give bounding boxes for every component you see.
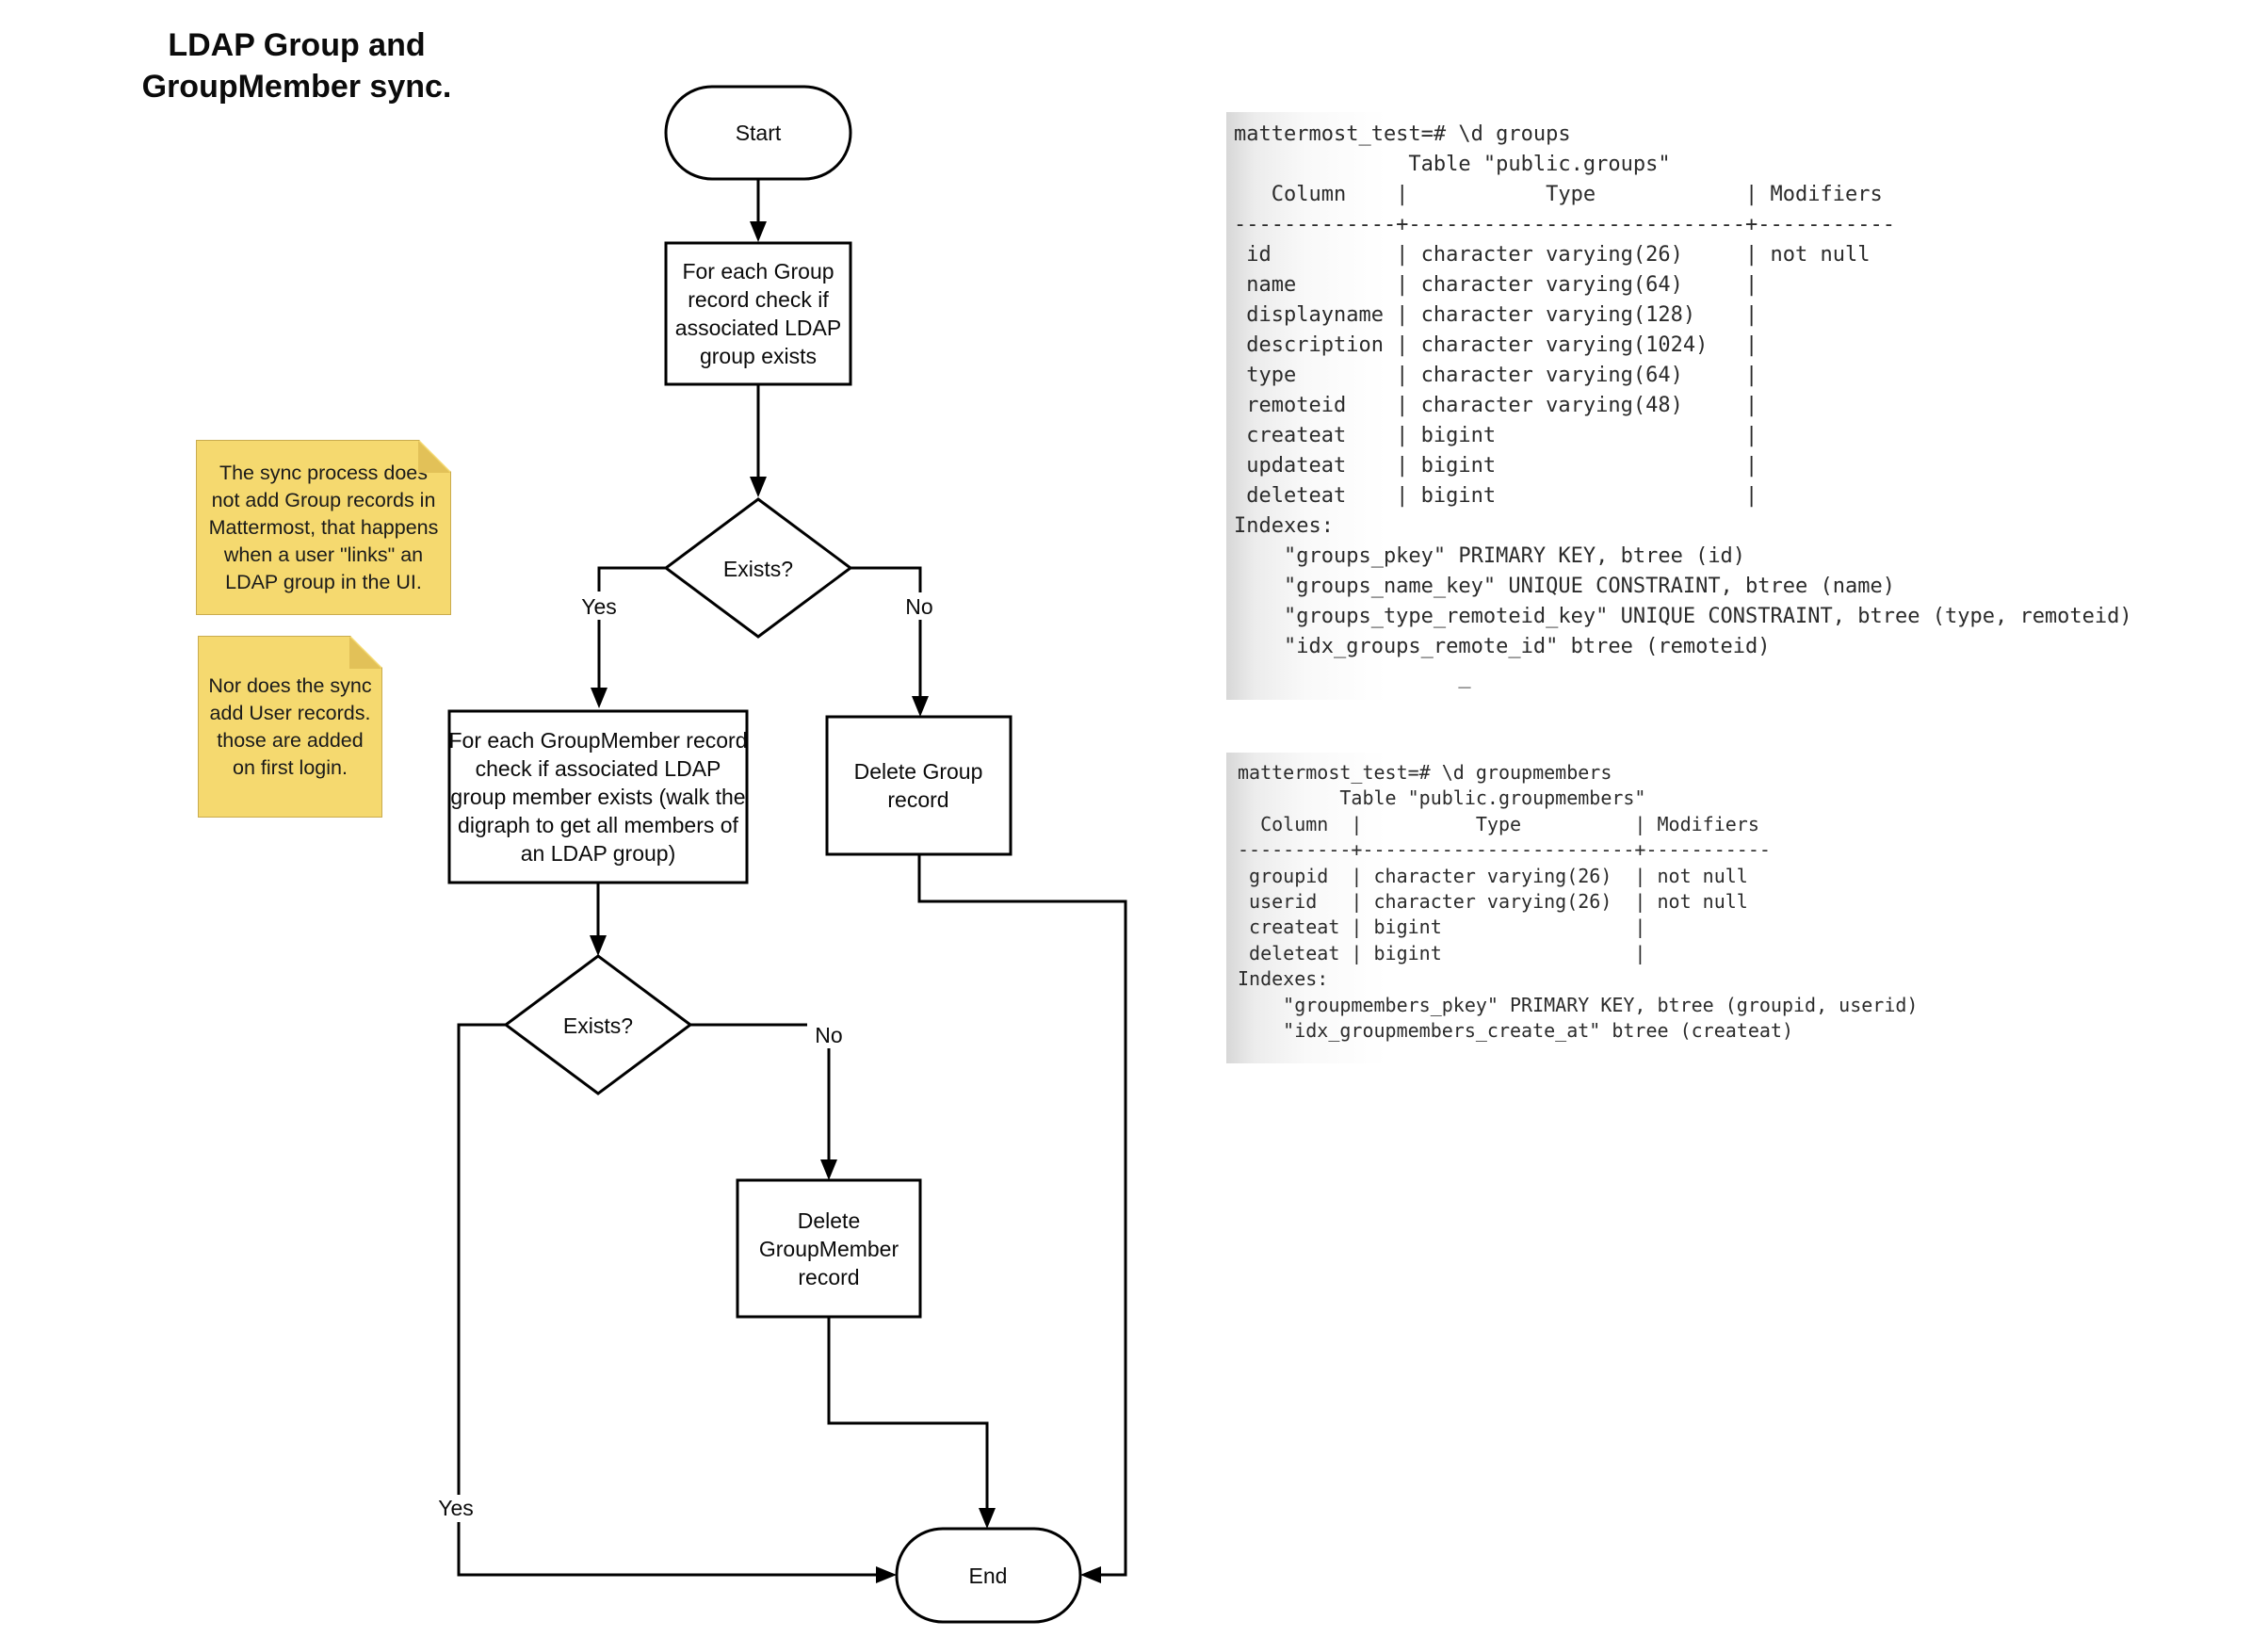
edge-check-group-to-exists1 [750,384,767,497]
end-node: End [895,1527,1082,1624]
end-label: End [969,1564,1008,1588]
svg-text:GroupMember: GroupMember [759,1237,899,1261]
process-check-group: For each Group record check if associate… [664,241,852,386]
edge-exists2-yes-to-end [457,1023,897,1583]
svg-text:Delete: Delete [798,1208,860,1233]
sticky-note-sync-users: Nor does the sync add User records. thos… [198,636,382,818]
decision-exists-1: Exists? [663,497,853,639]
decision-exists-1-label: Exists? [723,557,793,581]
decision-exists-2-label: Exists? [563,1013,633,1038]
svg-text:record: record [887,787,948,812]
start-label: Start [736,121,782,145]
process-delete-groupmember: Delete GroupMember record [736,1178,922,1319]
svg-text:Yes: Yes [581,594,617,619]
svg-text:No: No [905,594,932,619]
svg-text:group member exists (walk the: group member exists (walk the [450,785,745,809]
edge-label-no-2: No [807,1022,850,1048]
start-node: Start [664,85,852,181]
edge-delete-groupmember-to-end [827,1317,996,1529]
page-title: LDAP Group and GroupMember sync. [132,24,462,107]
process-delete-group: Delete Group record [825,715,1012,856]
edge-exists1-no [850,566,929,717]
edge-label-yes-2: Yes [431,1495,480,1522]
svg-text:For each GroupMember record: For each GroupMember record [448,728,747,753]
edge-start-to-check-group [750,179,767,242]
svg-text:digraph to get all members of: digraph to get all members of [458,813,738,837]
svg-text:record check if: record check if [688,287,829,312]
page-title-line-1: LDAP Group and [168,27,426,63]
svg-text:Delete Group: Delete Group [854,759,983,784]
decision-exists-2: Exists? [503,954,693,1095]
sticky-note-1-text: The sync process does not add Group reco… [208,461,439,593]
edge-delete-group-to-end [917,854,1127,1583]
svg-text:associated LDAP: associated LDAP [675,316,841,340]
svg-text:For each Group: For each Group [682,259,834,284]
sticky-note-2-text: Nor does the sync add User records. thos… [208,673,372,779]
process-check-groupmember: For each GroupMember record check if ass… [447,709,749,884]
terminal-groupmembers-table: mattermost_test=# \d groupmembers Table … [1226,753,1955,1063]
svg-text:No: No [815,1023,842,1047]
terminal-groups-table: mattermost_test=# \d groups Table "publi… [1226,112,2183,700]
svg-text:check if associated LDAP: check if associated LDAP [476,756,721,781]
svg-text:Yes: Yes [438,1496,474,1520]
edge-label-yes-1: Yes [575,592,624,620]
svg-text:record: record [798,1265,859,1289]
edge-check-groupmember-to-exists2 [590,883,607,956]
page-title-line-2: GroupMember sync. [141,69,452,105]
edge-label-no-1: No [898,592,942,620]
svg-text:group exists: group exists [700,344,817,368]
sticky-note-sync-groups: The sync process does not add Group reco… [196,440,451,615]
edge-exists1-yes [591,566,666,708]
svg-text:an LDAP group): an LDAP group) [521,841,676,866]
